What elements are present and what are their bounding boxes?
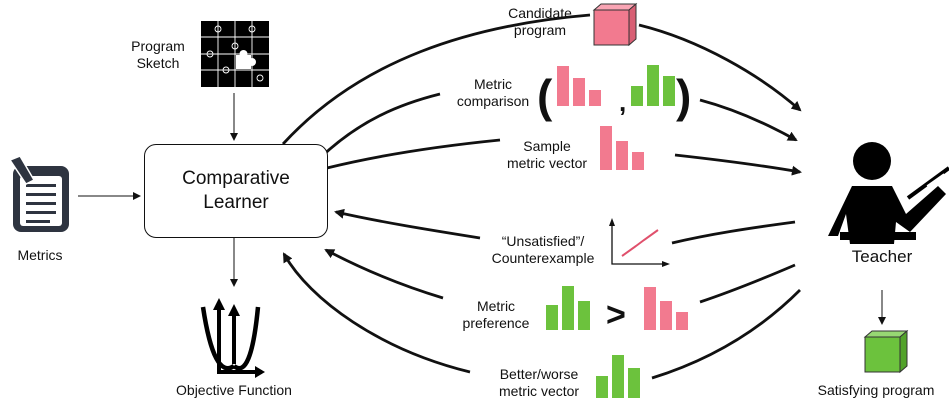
metric-comparison-label: Metric comparison	[448, 76, 538, 110]
comparison-line2: comparison	[456, 93, 530, 109]
candidate-program-cube-icon	[592, 2, 638, 47]
sample-pink-bars	[600, 126, 644, 170]
candidate-program-label: Candidate program	[496, 5, 584, 39]
comparison-pink-bars	[557, 66, 601, 106]
learner-title-line2: Learner	[203, 192, 269, 213]
candidate-arrow-out	[281, 13, 591, 145]
preference-arrow-in	[324, 248, 444, 300]
preference-green-bars	[546, 286, 590, 330]
preference-arrow-out	[699, 263, 796, 304]
better-worse-label: Better/worse metric vector	[484, 366, 594, 400]
preference-pink-bars	[644, 287, 688, 330]
candidate-arrow-in	[638, 23, 802, 112]
unsatisfied-line2: Counterexample	[491, 250, 595, 266]
candidate-line2: program	[513, 22, 567, 38]
better-arrow-in	[282, 252, 471, 374]
sample-arrow-in	[674, 153, 802, 176]
unsatisfied-line1: “Unsatisfied”/	[501, 233, 585, 249]
unsatisfied-arrow-out	[671, 220, 796, 245]
program-sketch-label: Program Sketch	[120, 38, 196, 72]
comparison-close-paren: )	[676, 70, 691, 122]
objective-function-icon	[200, 298, 265, 378]
comparison-arrow-in	[699, 98, 798, 142]
metric-preference-label: Metric preference	[452, 298, 540, 332]
sketch-line2: Sketch	[136, 55, 180, 71]
candidate-line1: Candidate	[508, 5, 572, 21]
learner-title-line1: Comparative	[182, 168, 290, 189]
teacher-label: Teacher	[851, 247, 913, 266]
unsatisfied-counterexample-label: “Unsatisfied”/ Counterexample	[480, 233, 606, 267]
better-line1: Better/worse	[499, 366, 579, 382]
better-arrow-out	[651, 289, 801, 380]
metrics-label: Metrics	[17, 247, 63, 263]
sample-metric-vector-label: Sample metric vector	[494, 138, 600, 172]
sample-line1: Sample	[523, 138, 571, 154]
counterexample-plot-icon	[609, 218, 670, 267]
sample-line2: metric vector	[506, 155, 588, 171]
satisfying-program-label: Satisfying program	[817, 382, 935, 398]
sketch-line1: Program	[131, 38, 185, 54]
unsatisfied-arrow-in	[334, 208, 481, 240]
satisfying-program-cube-icon	[863, 329, 909, 374]
puzzle-icon	[201, 21, 269, 87]
better-green-bars	[596, 355, 640, 398]
comparison-comma: ,	[619, 87, 626, 117]
preference-greater-than: >	[606, 296, 626, 334]
objective-function-label: Objective Function	[176, 382, 292, 398]
sample-arrow-out	[326, 138, 501, 170]
preference-line1: Metric	[476, 298, 516, 314]
preference-line2: preference	[462, 315, 530, 331]
better-line2: metric vector	[498, 383, 580, 399]
clipboard-icon	[8, 155, 69, 232]
teacher-icon	[828, 142, 949, 244]
comparative-learner-box: Comparative Learner	[144, 144, 328, 238]
comparison-open-paren: (	[537, 70, 553, 122]
comparison-arrow-out	[319, 92, 441, 160]
comparison-green-bars	[631, 65, 675, 106]
comparison-line1: Metric	[473, 76, 513, 92]
